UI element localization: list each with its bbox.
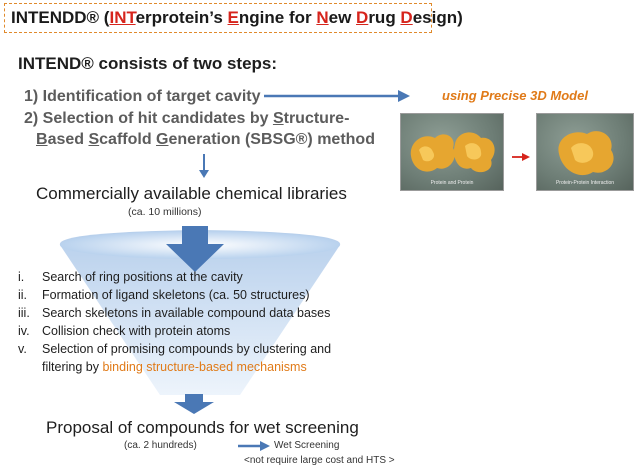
list-item-text: Selection of promising compounds by clus… xyxy=(42,342,332,356)
arrow-between-photos xyxy=(512,153,530,161)
list-item-text: Search skeletons in available compound d… xyxy=(42,306,331,320)
title-text-part: ngine for xyxy=(238,8,317,27)
step-two-letter: B xyxy=(36,131,48,148)
section-heading: INTEND® consists of two steps: xyxy=(18,54,278,73)
title-highlight-n: N xyxy=(316,8,329,27)
arrow-into-funnel xyxy=(166,226,224,272)
list-item-text: Formation of ligand skeletons (ca. 50 st… xyxy=(42,288,310,302)
title-highlight-d: D xyxy=(356,8,369,27)
arrow-out-funnel xyxy=(174,394,214,414)
title-highlight-e: E xyxy=(227,8,239,27)
list-item-text: Collision check with protein atoms xyxy=(42,324,231,338)
step-two-text: ased xyxy=(47,131,89,148)
list-item-continuation: filtering by binding structure-based mec… xyxy=(18,360,307,374)
title-text-part: rug xyxy=(368,8,401,27)
model-label: using Precise 3D Model xyxy=(442,88,588,103)
title-text-part: esign) xyxy=(412,8,463,27)
libraries-title: Commercially available chemical librarie… xyxy=(36,184,347,203)
list-item-number: ii. xyxy=(18,288,28,302)
title-text-part: erprotein’s xyxy=(135,8,228,27)
protein-complex-image xyxy=(558,131,614,176)
proposal-title: Proposal of compounds for wet screening xyxy=(46,418,359,437)
step-two-text: caffold xyxy=(99,131,157,148)
wet-screening-note: <not require large cost and HTS > xyxy=(244,455,395,466)
wet-screening-label: Wet Screening xyxy=(274,440,340,451)
list-item: v. Selection of promising compounds by cl… xyxy=(18,342,331,356)
title-text-part: INTENDD® ( xyxy=(11,8,110,27)
list-item: ii. Formation of ligand skeletons (ca. 50… xyxy=(18,288,309,302)
list-item: iv. Collision check with protein atoms xyxy=(18,324,230,338)
step-two-text: eneration (SBSG®) method xyxy=(168,131,375,148)
step-two-letter: S xyxy=(88,131,100,148)
list-item: iii. Search skeletons in available compou… xyxy=(18,306,330,320)
step-two-text: tructure- xyxy=(283,110,350,127)
photo-protein-and-protein: Protein and Protein xyxy=(400,113,504,191)
step-two: 2) Selection of hit candidates by Struct… xyxy=(24,110,349,128)
step-one: 1) Identification of target cavity xyxy=(24,88,261,105)
photo-caption-right: Protein-Protein Interaction xyxy=(555,180,615,186)
title-box: INTENDD® (INTerprotein’s Engine for New … xyxy=(4,3,463,33)
list-item-text: Search of ring positions at the cavity xyxy=(42,270,243,284)
procedure-list: i. Search of ring positions at the cavity… xyxy=(18,270,378,380)
list-item-number: i. xyxy=(18,270,25,284)
protein-models-image xyxy=(410,132,495,173)
title-highlight-int: INT xyxy=(109,8,136,27)
step-two-letter: S xyxy=(272,110,284,127)
list-item-number: iii. xyxy=(18,306,30,320)
filtering-highlight: binding structure-based mechanisms xyxy=(102,360,307,374)
photo-caption-left: Protein and Protein xyxy=(430,180,474,186)
list-item-number: iv. xyxy=(18,324,30,338)
arrow-down-small xyxy=(199,154,209,178)
list-item-number: v. xyxy=(18,342,27,356)
title-text-part: ew xyxy=(328,8,357,27)
step-two-continued: Based Scaffold Generation (SBSG®) method xyxy=(36,131,375,149)
title-highlight-d2: D xyxy=(400,8,413,27)
libraries-count: (ca. 10 millions) xyxy=(128,206,202,218)
arrow-to-wet-screening xyxy=(238,441,270,451)
step-two-letter: G xyxy=(156,131,169,148)
step-two-text: 2) Selection of hit candidates by xyxy=(24,110,273,127)
photo-protein-protein-interaction: Protein-Protein Interaction xyxy=(536,113,634,191)
list-item: i. Search of ring positions at the cavity xyxy=(18,270,243,284)
arrow-to-model xyxy=(264,90,410,102)
filtering-text: filtering by xyxy=(42,360,103,374)
proposal-count: (ca. 2 hundreds) xyxy=(124,440,197,451)
